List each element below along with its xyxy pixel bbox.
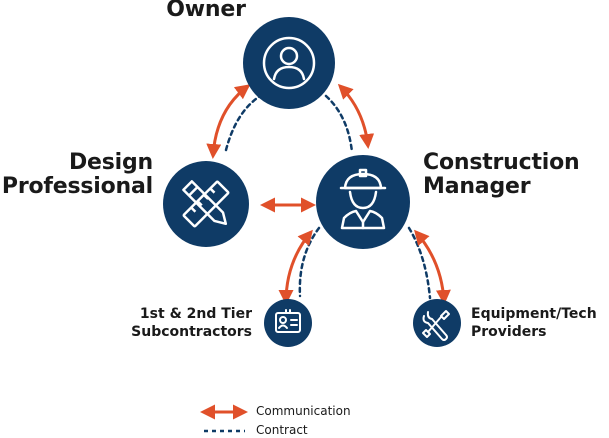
wrench-screwdriver-icon [422, 310, 450, 341]
contract-line-owner-cm [324, 94, 354, 154]
equip-label-line2: Providers [471, 324, 547, 340]
pencil-ruler-icon [182, 180, 230, 228]
construction-manager-node [316, 155, 410, 249]
contract-line-cm-sub [298, 226, 321, 298]
sub-label-line1: 1st & 2nd Tier [139, 306, 252, 322]
subcontractors-node [264, 299, 312, 347]
comm-arrow-owner-design [206, 84, 251, 159]
comm-arrow-cm-sub [278, 229, 313, 305]
legend-contract-label: Contract [256, 423, 308, 437]
person-icon [262, 36, 316, 90]
comm-arrow-owner-cm [337, 83, 375, 149]
design-professional-label: Design Professional [2, 151, 153, 199]
id-badge-icon [275, 309, 301, 333]
design-label-line2: Professional [1, 174, 153, 199]
sub-label-line2: Subcontractors [131, 324, 252, 340]
subcontractors-label: 1st & 2nd Tier Subcontractors [131, 305, 252, 341]
legend-communication-label: Communication [256, 404, 351, 418]
equip-label-line1: Equipment/Tech [471, 306, 597, 322]
design-professional-node [163, 161, 249, 247]
comm-arrow-cm-equip [414, 229, 451, 305]
cm-label-line1: Construction [423, 150, 580, 175]
cm-label-line2: Manager [423, 174, 531, 199]
owner-label: Owner [166, 0, 246, 22]
construction-worker-icon [339, 168, 387, 230]
equipment-providers-label: Equipment/Tech Providers [471, 305, 597, 341]
construction-manager-label: Construction Manager [423, 151, 580, 199]
design-label-line1: Design [68, 150, 153, 175]
